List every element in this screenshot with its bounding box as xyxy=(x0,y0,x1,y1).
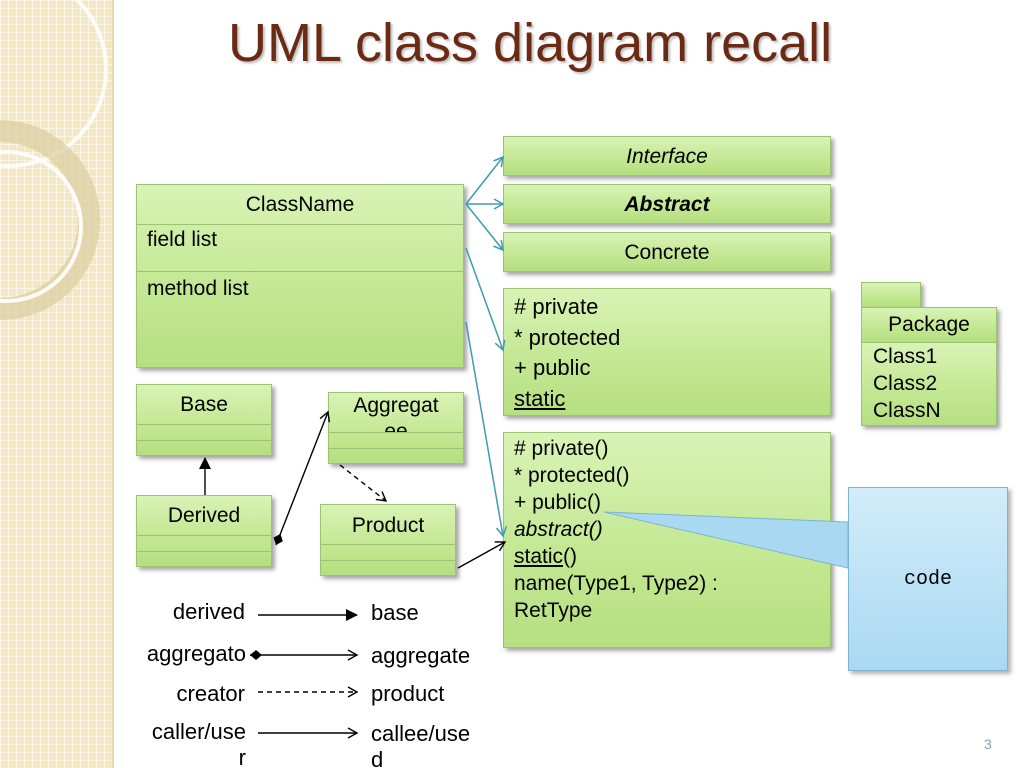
connector-to-concrete xyxy=(465,203,504,252)
interface-box: Interface xyxy=(503,136,831,176)
derived-class-fields xyxy=(137,536,271,552)
method-static: static() xyxy=(514,543,830,570)
package-class-2: Class2 xyxy=(873,372,938,395)
product-class-fields xyxy=(321,545,455,561)
connector-methods-to-visibility xyxy=(465,321,508,538)
class-box: ClassName field list method list xyxy=(136,184,464,368)
abstract-box: Abstract xyxy=(503,184,831,224)
code-callout xyxy=(848,487,1008,671)
method-static-name: static xyxy=(514,545,564,568)
aggregatee-class-fields xyxy=(329,433,463,449)
connector-fields-to-visibility xyxy=(465,247,506,352)
legend-derived: derived xyxy=(172,599,245,624)
package-class-n: ClassN xyxy=(873,399,941,422)
derived-class-name: Derived xyxy=(137,496,271,536)
connector-to-interface xyxy=(465,155,504,205)
method-protected: * protected() xyxy=(514,464,630,487)
concrete-box: Concrete xyxy=(503,232,831,272)
legend-base: base xyxy=(371,600,419,625)
method-private: # private() xyxy=(514,437,609,460)
legend-aggregator: aggregato r xyxy=(146,641,246,669)
method-signature-line1: name(Type1, Type2) : xyxy=(514,572,718,595)
base-class-box: Base xyxy=(136,384,272,456)
field-private: # private xyxy=(514,294,599,319)
field-public: + public xyxy=(514,355,591,380)
aggregatee-class-box: Aggregat ee xyxy=(328,392,464,464)
usage-arrow xyxy=(457,541,507,569)
class-name: ClassName xyxy=(137,185,463,225)
method-public: + public() xyxy=(514,491,601,514)
field-static: static xyxy=(514,385,566,411)
base-class-fields xyxy=(137,425,271,441)
field-list: field list xyxy=(137,225,463,272)
creation-arrow xyxy=(339,464,388,502)
method-list: method list xyxy=(147,277,249,300)
callout-text: code xyxy=(903,568,952,591)
base-class-name: Base xyxy=(137,385,271,425)
slide-title: UML class diagram recall xyxy=(228,13,833,73)
legend-caller: caller/use r xyxy=(151,719,246,768)
field-visibility-box: # private * protected + public static xyxy=(503,288,831,416)
legend-callee: callee/use d xyxy=(371,721,471,768)
callout-pointer xyxy=(603,511,849,569)
legend-creator: creator xyxy=(176,681,245,706)
method-static-parens: () xyxy=(563,545,578,568)
package-body: Class1 Class2 ClassN xyxy=(861,342,997,426)
method-signature-line2: RetType xyxy=(514,599,593,622)
package-class-1: Class1 xyxy=(873,345,938,368)
field-protected: * protected xyxy=(514,324,621,350)
aggregatee-class-name: Aggregat ee xyxy=(329,393,463,433)
legend-aggregatee: aggregate e xyxy=(371,643,471,675)
legend-product: product xyxy=(371,681,445,706)
method-abstract: abstract() xyxy=(514,518,603,541)
page-number: 3 xyxy=(984,736,992,752)
package-header: Package xyxy=(861,307,997,343)
derived-class-box: Derived xyxy=(136,495,272,567)
aggregation-line xyxy=(273,410,331,546)
decorative-band xyxy=(0,0,114,768)
product-class-name: Product xyxy=(321,505,455,545)
